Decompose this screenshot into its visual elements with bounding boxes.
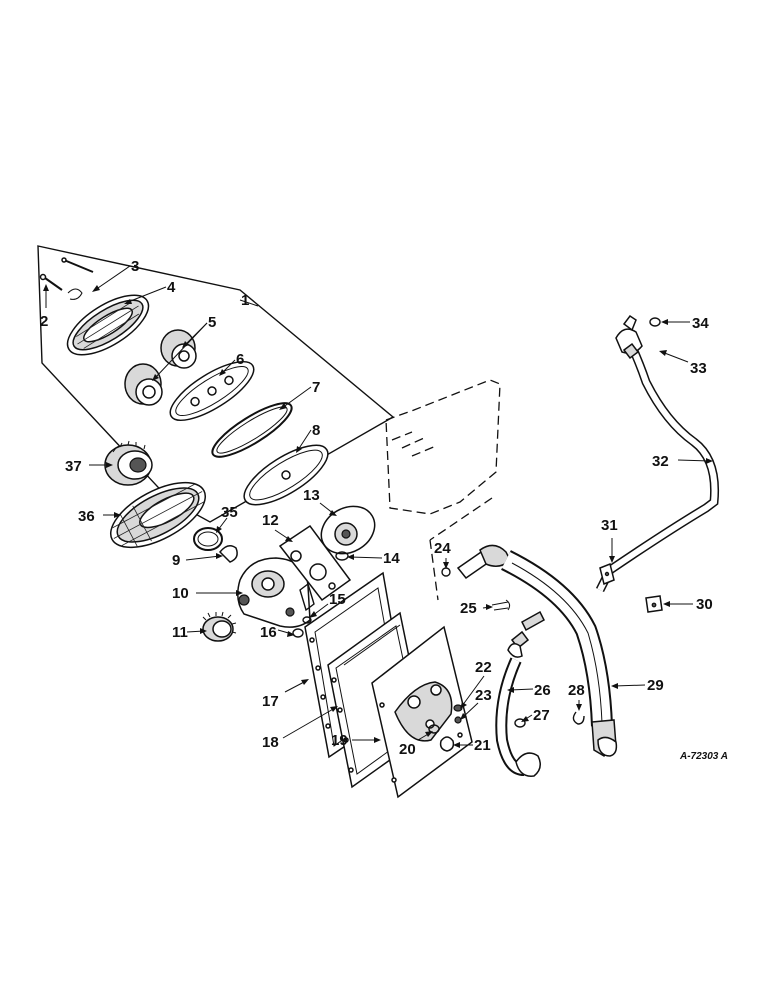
label-part-33: 33	[690, 360, 707, 377]
label-part-35: 35	[221, 504, 238, 521]
seal-part-20	[428, 724, 440, 734]
clamp-part-25	[491, 599, 511, 611]
label-part-17: 17	[262, 693, 279, 710]
fitting-part-33	[622, 342, 640, 360]
plug-part-23	[454, 716, 462, 724]
label-part-5: 5	[208, 314, 216, 331]
label-part-3: 3	[131, 258, 139, 275]
o-ring-part-24	[441, 567, 451, 577]
gasket-part-12	[278, 524, 352, 602]
oval-filter-part-4	[66, 294, 150, 356]
seal-part-15	[302, 616, 312, 624]
label-part-27: 27	[533, 707, 550, 724]
label-part-13: 13	[303, 487, 320, 504]
label-part-6: 6	[236, 351, 244, 368]
retainer-part-21	[439, 736, 455, 752]
kit-outline	[37, 245, 395, 523]
mesh-filter-part-36	[109, 481, 207, 549]
phantom-housing-outline	[385, 379, 501, 601]
clip-part-28	[572, 711, 585, 725]
drawing-number: A-72303 A	[679, 751, 728, 762]
label-part-20: 20	[399, 741, 416, 758]
label-part-28: 28	[568, 682, 585, 699]
bracket-part-30	[645, 595, 663, 613]
label-part-9: 9	[172, 552, 180, 569]
leader-lines	[43, 265, 713, 748]
label-part-10: 10	[172, 585, 189, 602]
label-part-29: 29	[647, 677, 664, 694]
label-part-11: 11	[172, 624, 188, 641]
clamp-part-27	[514, 718, 526, 728]
gear-part-11	[202, 611, 237, 642]
o-ring-part-34	[649, 317, 661, 327]
label-part-22: 22	[475, 659, 492, 676]
label-part-1: 1	[241, 292, 249, 309]
bolt-part-2	[39, 273, 63, 291]
label-part-25: 25	[460, 600, 477, 617]
gear-housing-part-37	[104, 440, 153, 486]
label-part-21: 21	[474, 737, 491, 754]
label-part-14: 14	[383, 550, 400, 567]
label-part-15: 15	[329, 591, 346, 608]
oval-cover-part-8	[243, 444, 329, 506]
hose-part-29	[456, 544, 618, 757]
label-part-34: 34	[692, 315, 709, 332]
label-part-37: 37	[65, 458, 82, 475]
pin-part-3	[61, 257, 94, 300]
o-ring-part-35	[193, 527, 223, 551]
ring-part-14	[335, 551, 349, 561]
label-part-30: 30	[696, 596, 713, 613]
label-part-32: 32	[652, 453, 669, 470]
label-part-8: 8	[312, 422, 320, 439]
label-part-31: 31	[601, 517, 618, 534]
label-part-19: 19	[331, 732, 348, 749]
label-part-18: 18	[262, 734, 279, 751]
part-labels: 1 2 3 4 5 6 7 8 9 10 11 12 13 14 15 16 1…	[40, 258, 713, 758]
label-part-4: 4	[167, 279, 176, 296]
pump-body-part-10	[237, 557, 315, 628]
cover-part-13	[320, 505, 376, 555]
label-part-2: 2	[40, 313, 48, 330]
label-part-36: 36	[78, 508, 95, 525]
seal-part-16	[292, 628, 304, 638]
cylinder-elements-part-5	[124, 329, 197, 406]
clamp-plate-part-31	[599, 562, 615, 586]
label-part-26: 26	[534, 682, 551, 699]
oval-plate-part-6	[169, 361, 255, 421]
label-part-12: 12	[262, 512, 279, 529]
gasket-part-7	[211, 402, 293, 458]
label-part-7: 7	[312, 379, 320, 396]
hose-part-26	[495, 610, 545, 777]
label-part-24: 24	[434, 540, 451, 557]
fitting-part-9	[218, 545, 238, 563]
label-part-16: 16	[260, 624, 277, 641]
label-part-23: 23	[475, 687, 492, 704]
plug-part-22	[453, 704, 463, 712]
